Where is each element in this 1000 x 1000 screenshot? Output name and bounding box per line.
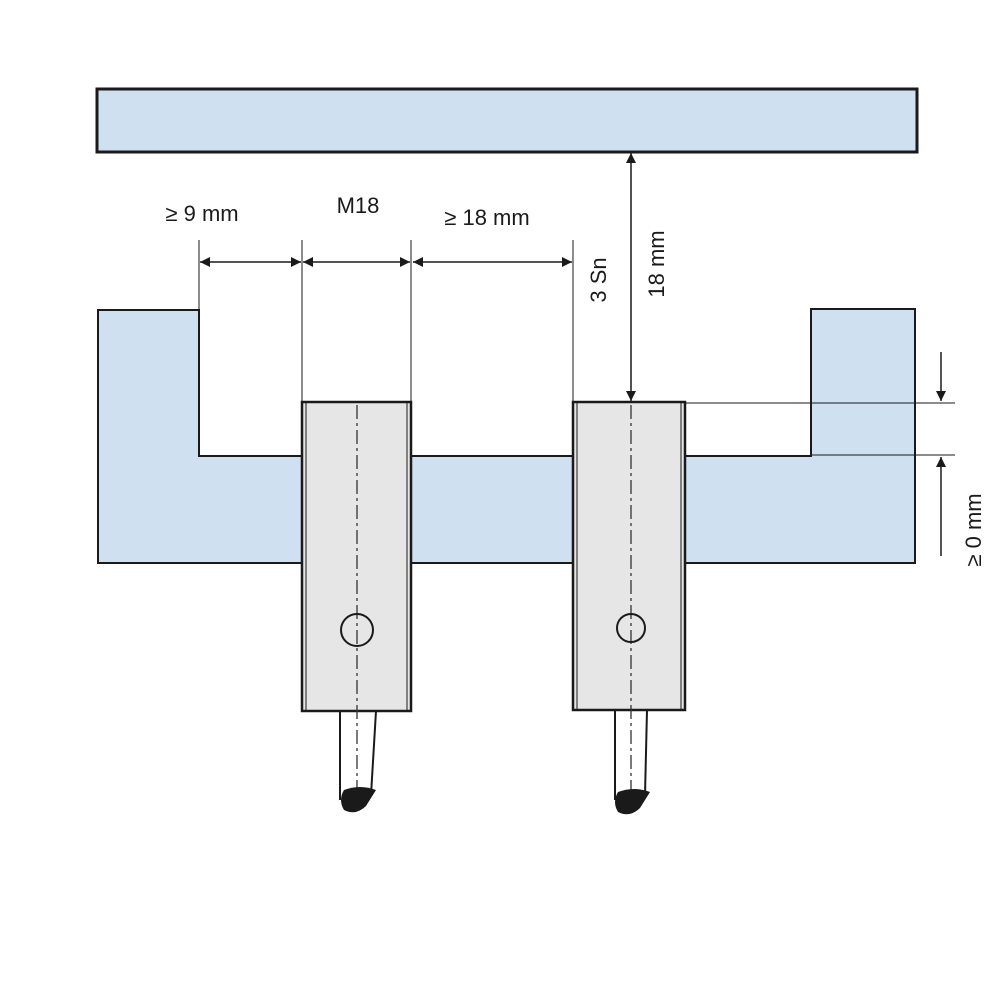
sensor-left <box>300 400 413 813</box>
sensor-right-cable-end <box>615 789 650 815</box>
target-plate <box>95 87 919 154</box>
sensor-right <box>571 400 687 815</box>
label-clearance-left: ≥ 9 mm <box>165 201 238 226</box>
label-sensing-range: 3 Sn <box>586 257 611 302</box>
label-sensor-size: M18 <box>337 193 380 218</box>
extension-lines <box>198 240 955 456</box>
sensor-right-cable <box>614 709 648 800</box>
sensor-left-cable-end <box>341 787 376 813</box>
mounting-bracket <box>97 308 916 564</box>
label-target-distance: 18 mm <box>644 230 669 297</box>
sensor-right-led <box>616 613 646 643</box>
sensor-right-body <box>571 400 687 712</box>
label-sensor-spacing: ≥ 18 mm <box>444 205 529 230</box>
label-flush-mount: ≥ 0 mm <box>961 493 986 566</box>
sensor-left-led <box>340 613 374 647</box>
sensor-left-cable <box>339 710 377 800</box>
